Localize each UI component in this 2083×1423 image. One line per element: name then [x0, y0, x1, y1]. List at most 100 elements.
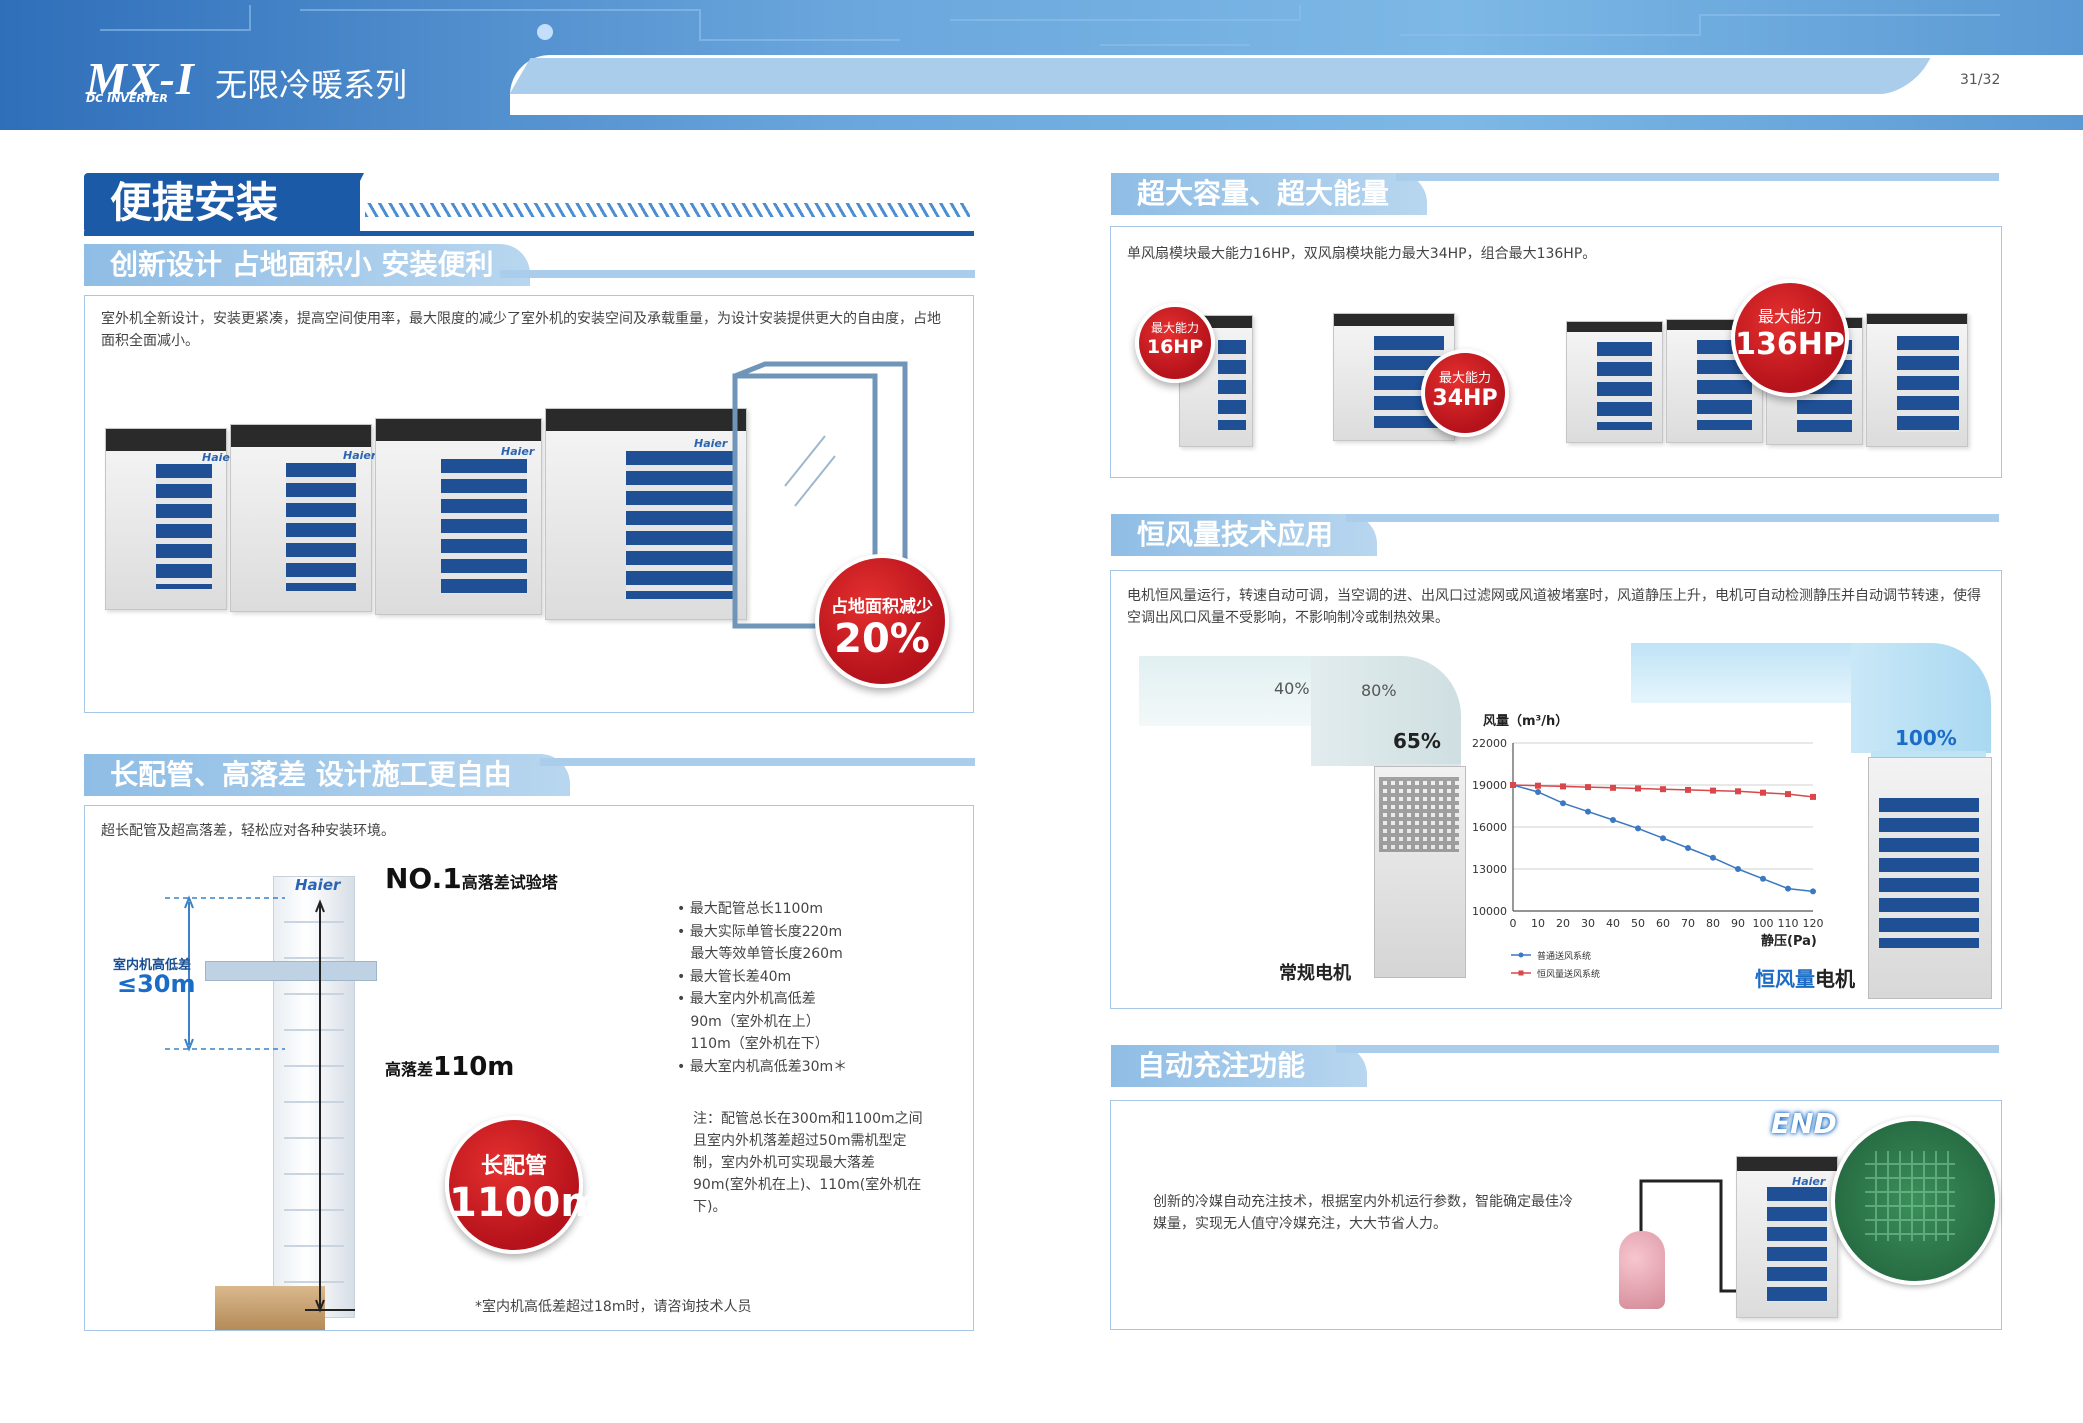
chart-xtick: 70	[1681, 917, 1695, 930]
chart-point	[1735, 866, 1741, 872]
chart-point	[1735, 788, 1741, 795]
chart-point	[1610, 817, 1616, 823]
chart-xtick: 120	[1803, 917, 1824, 930]
tower-base	[215, 1286, 325, 1330]
chart-xlabel: 静压(Pa)	[1761, 933, 1817, 949]
airflow-panel: 电机恒风量运行，转速自动可调，当空调的进、出风口过滤网或风道被堵塞时，风道静压上…	[1110, 570, 2002, 1009]
airflow-title: 恒风量技术应用	[1111, 514, 1377, 556]
indoor-diff-value: ≤30m	[117, 970, 196, 998]
charging-outdoor-unit: Haier	[1736, 1156, 1838, 1318]
circuit-pattern	[100, 5, 2000, 46]
chart-point	[1660, 835, 1666, 842]
spec-item: 110m（室外机在下）	[690, 1036, 829, 1052]
tower-brand: Haier	[295, 876, 341, 894]
airflow-100pct: 100%	[1895, 726, 1957, 750]
chart-ytick: 13000	[1472, 863, 1507, 876]
subtitle-line	[540, 758, 975, 766]
indoor-diff-label: 室内机高低差	[113, 958, 192, 973]
chart-ytick: 22000	[1472, 737, 1507, 750]
airflow-desc: 电机恒风量运行，转速自动可调，当空调的进、出风口过滤网或风道被堵塞时，风道静压上…	[1127, 588, 1981, 626]
legend-label: 普通送风系统	[1537, 950, 1591, 962]
spec-item: • 最大室内机高低差30m＊	[677, 1058, 848, 1075]
outdoor-unit: Haier	[545, 408, 747, 620]
test-tower	[273, 876, 355, 1318]
tower-title: NO.1高落差试验塔	[385, 862, 558, 895]
end-label: END	[1771, 1107, 1837, 1140]
piping-spec-list: • 最大配管总长1100m • 最大实际单管长度220m 最大等效单管长度260…	[677, 898, 847, 1078]
title-underline	[84, 231, 974, 236]
airflow-80pct: 80%	[1361, 681, 1397, 700]
subtitle-line	[1346, 514, 1999, 522]
chart-point	[1535, 782, 1541, 789]
install-panel: 室外机全新设计，安装更紧凑，提高空间使用率，最大限度的减少了室外机的安装空间及承…	[84, 295, 974, 713]
chart-xtick: 60	[1656, 917, 1670, 930]
circuit-board	[1831, 1117, 1999, 1285]
chart-point	[1510, 782, 1516, 788]
spec-item: • 最大室内外机高低差	[677, 991, 816, 1007]
piping-note: 注：配管总长在300m和1100m之间且室内外机落差超过50m需机型定制，室内外…	[693, 1111, 923, 1215]
outdoor-unit: Haier	[375, 418, 542, 615]
chart-point	[1635, 785, 1641, 792]
outdoor-unit: Haier	[105, 428, 235, 610]
chart-point	[1610, 784, 1616, 791]
chart-xtick: 30	[1581, 917, 1595, 930]
duct-right-elbow	[1851, 643, 1991, 753]
chart-point	[1560, 783, 1566, 790]
capacity-desc: 单风扇模块最大能力16HP，双风扇模块能力最大34HP，组合最大136HP。	[1127, 246, 1597, 262]
brand-logo: MX-I	[86, 53, 195, 104]
duct-left-elbow	[1311, 656, 1461, 766]
spec-item: • 最大管长差40m	[677, 968, 792, 985]
chart-point	[1810, 888, 1816, 895]
install-title: 便捷安装	[84, 173, 360, 233]
normal-motor-unit	[1374, 766, 1466, 978]
piping-subtitle: 长配管、高落差 设计施工更自由	[84, 754, 570, 796]
tower-platform	[205, 961, 377, 981]
chart-point	[1585, 784, 1591, 791]
series-title: 无限冷暖系列	[215, 66, 408, 104]
airflow-chart: 风量（m³/h） 静压(Pa) 100001300016000190002200…	[1472, 713, 1824, 980]
capacity-badge-34hp: 最大能力 34HP	[1421, 349, 1509, 437]
page-header	[0, 0, 2083, 130]
airflow-65pct: 65%	[1393, 729, 1441, 753]
chart-xtick: 100	[1753, 917, 1774, 930]
chart-point	[1785, 791, 1791, 798]
chart-point	[1585, 808, 1591, 815]
brand-logo-sub: DC INVERTER	[86, 92, 168, 105]
chart-ylabel: 风量（m³/h）	[1483, 713, 1568, 729]
chart-xtick: 40	[1606, 917, 1620, 930]
subtitle-line	[1336, 1045, 1999, 1053]
outdoor-unit: Haier	[230, 424, 376, 612]
chart-point	[1710, 854, 1716, 861]
chart-xtick: 110	[1778, 917, 1799, 930]
charging-desc: 创新的冷媒自动充注技术，根据室内外机运行参数，智能确定最佳冷媒量，实现无人值守冷…	[1153, 1194, 1573, 1232]
capacity-title: 超大容量、超大能量	[1111, 173, 1427, 215]
airflow-40pct: 40%	[1274, 679, 1310, 698]
chart-xtick: 80	[1706, 917, 1720, 930]
duct-left-horizontal	[1139, 656, 1339, 726]
chart-xtick: 10	[1531, 917, 1545, 930]
chart-ytick: 19000	[1472, 779, 1507, 792]
constant-motor-unit	[1868, 757, 1992, 999]
legend-label: 恒风量送风系统	[1537, 968, 1600, 980]
chart-point	[1560, 800, 1566, 807]
constant-motor-label: 恒风量电机	[1755, 967, 1855, 991]
chart-point	[1785, 885, 1791, 892]
chart-xtick: 50	[1631, 917, 1645, 930]
chart-point	[1810, 793, 1816, 800]
duct-right-horizontal	[1631, 643, 1881, 703]
subtitle-line	[500, 270, 975, 278]
spec-item: • 最大配管总长1100m	[677, 901, 823, 917]
install-desc: 室外机全新设计，安装更紧凑，提高空间使用率，最大限度的减少了室外机的安装空间及承…	[101, 311, 941, 349]
normal-motor-label: 常规电机	[1279, 963, 1351, 984]
drop-height: 高落差110m	[385, 1052, 515, 1082]
page-number: 31/32	[1960, 72, 2001, 88]
pipe-length-badge: 长配管 1100m	[445, 1116, 602, 1254]
piping-panel: 超长配管及超高落差，轻松应对各种安装环境。 Haier NO.1高落差试验塔 室…	[84, 805, 974, 1331]
chart-point	[1685, 786, 1691, 793]
spec-item: • 最大实际单管长度220m	[677, 923, 843, 940]
install-subtitle: 创新设计 占地面积小 安装便利	[84, 244, 530, 286]
chart-point	[1710, 787, 1716, 794]
piping-desc: 超长配管及超高落差，轻松应对各种安装环境。	[101, 823, 395, 839]
chart-xtick: 0	[1510, 917, 1517, 930]
install-title-tail	[334, 173, 364, 233]
